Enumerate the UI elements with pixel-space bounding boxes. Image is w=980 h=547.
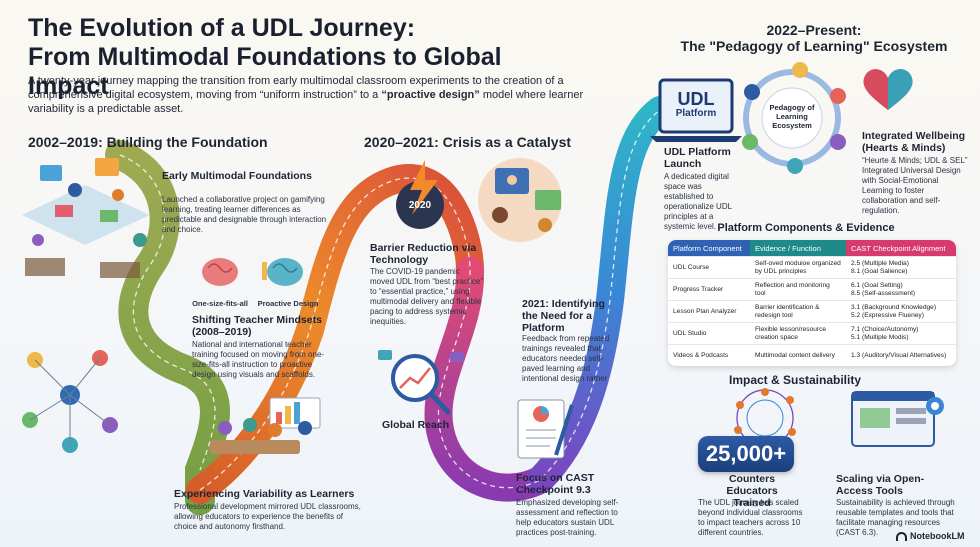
ecosystem-wheel-icon [742,62,846,174]
notebooklm-logo: NotebookLM [896,531,965,541]
table-cell: Videos & Podcasts [673,351,729,359]
mindsets-text: National and international teacher train… [192,340,325,379]
page-title: The Evolution of a UDL Journey: From Mul… [28,14,588,101]
badge-2020: 2020 [408,200,432,211]
table-cell: Progress Tracker [673,285,724,293]
platform-heading: UDL Platform Launch [664,146,731,170]
notebooklm-logo-icon [896,531,907,541]
table-cell: 3.1 (Background Knowledge) 5.2 (Expressi… [851,303,937,319]
online-learners-icon [478,158,562,242]
platform-text: A dedicated digital space was establishe… [664,172,732,231]
variability-heading: Experiencing Variability as Learners [174,488,355,500]
section-present-line-2: The "Pedagogy of Learning" Ecosystem [680,38,948,54]
table-row: Lesson Plan Analyzer Barrier identificat… [668,300,956,322]
wellbeing-text: “Heurte & Minds; UDL & SEL” Integrated U… [862,156,968,215]
table-row: Progress Tracker Reflection and monitori… [668,278,956,300]
barrier-text: The COVID-19 pandemic moved UDL from “be… [370,267,484,326]
table-cell: Multimodal content delivery [755,351,835,359]
table-row: Videos & Podcasts Multimodal content del… [668,344,956,366]
classroom-illustration-icon [22,158,150,278]
table-cell: 1.3 (Auditory/Visual Alternatives) [851,351,947,359]
page-title-line-2: From Multimodal Foundations to Global Im… [28,43,502,100]
table-cell: Reflection and monitoring tool [755,281,830,297]
table-cell: 2.5 (Multiple Media) 8.1 (Goal Salience) [851,259,909,275]
early-heading: Early Multimodal Foundations [162,170,312,182]
impact-heading: Impact & Sustainability [728,373,862,387]
one-size-label: One-size-fits-all [192,299,248,308]
scaling-text: Sustainability is achieved through reusa… [836,498,955,537]
training-room-icon [210,397,321,454]
open-access-window-icon [851,391,944,447]
page-title-line-1: The Evolution of a UDL Journey: [28,14,416,42]
table-cell: 6.1 (Goal Setting) 8.5 (Self-assessment) [851,281,916,297]
laptop-icon [650,78,742,142]
cast93-text: Emphasized developing self-assessment an… [516,498,619,537]
ecosystem-center-label: Pedagogy of Learning Ecosystem [769,103,815,130]
section-foundation: 2002–2019: Building the Foundation [28,134,268,150]
proactive-label: Proactive Design [257,299,319,308]
checklist-document-icon [517,399,574,459]
cast93-heading: Focus on CAST Checkpoint 9.3 [516,472,595,496]
table-header-cell: Platform Component [668,240,750,256]
lightning-2020-icon [396,160,444,229]
need-heading: 2021: Identifying the Need for a Platfor… [522,298,605,334]
table-row: UDL Studio Flexible lesson/resource crea… [668,322,956,344]
table-cell: 7.1 (Choice/Autonomy) 5.1 (Multiple Modi… [851,325,919,341]
table-cell: UDL Studio [673,329,707,337]
intro-part-2: model where learner variability is a pre… [28,89,584,115]
brain-one-size-icon [202,258,238,286]
table-title: Platform Components & Evidence [717,222,895,234]
global-network-icon [734,388,796,447]
logo-text: NotebookLM [910,531,965,541]
early-text: Launched a collaborative project on gami… [162,195,327,234]
table-cell: Lesson Plan Analyzer [673,307,737,315]
intro-part-1: A twenty-year journey mapping the transi… [28,75,564,101]
table-header-row: Platform Component Evidence / Function C… [668,240,956,256]
screen-udl: UDL [677,89,715,109]
table-cell: Flexible lesson/resource creation space [755,325,827,341]
heart-brain-icon [863,69,913,110]
table-cell: UDL Course [673,263,710,271]
counters-text: The UDL journey has scaled beyond indivi… [698,498,803,537]
intro-bold: “proactive design” [381,89,480,101]
barrier-heading: Barrier Reduction via Technology [370,242,477,266]
variability-text: Professional development mirrored UDL cl… [174,502,361,531]
table-header-cell: CAST Checkpoint Alignment [846,240,956,256]
mindsets-heading: Shifting Teacher Mindsets (2008–2019) [192,314,322,338]
table-header-cell: Evidence / Function [750,240,846,256]
learner-network-icon [22,350,118,453]
section-present-line-1: 2022–Present: [766,22,862,38]
table-row: UDL Course Self-oved moduioe organized b… [668,256,956,278]
intro-text: A twenty-year journey mapping the transi… [28,74,588,116]
screen-platform: Platform [675,108,717,119]
table-cell: Barrier identification & redesign tool [755,303,820,319]
global-reach-label: Global Reach [382,419,450,431]
table-cell: Self-oved moduioe organized by UDL princ… [755,259,841,275]
counter-value: 25,000+ [698,436,794,472]
components-table: Platform Component Evidence / Function C… [668,240,956,366]
brain-proactive-icon [262,258,303,286]
wellbeing-heading: Integrated Wellbeing (Hearts & Minds) [862,130,966,154]
scaling-heading: Scaling via Open-Access Tools [836,473,925,497]
counters-heading: Counters Educators Trained [726,473,778,509]
section-crisis: 2020–2021: Crisis as a Catalyst [364,134,572,150]
magnifier-analytics-icon [378,350,464,415]
need-text: Feedback from repeated trainings reveale… [522,334,610,383]
